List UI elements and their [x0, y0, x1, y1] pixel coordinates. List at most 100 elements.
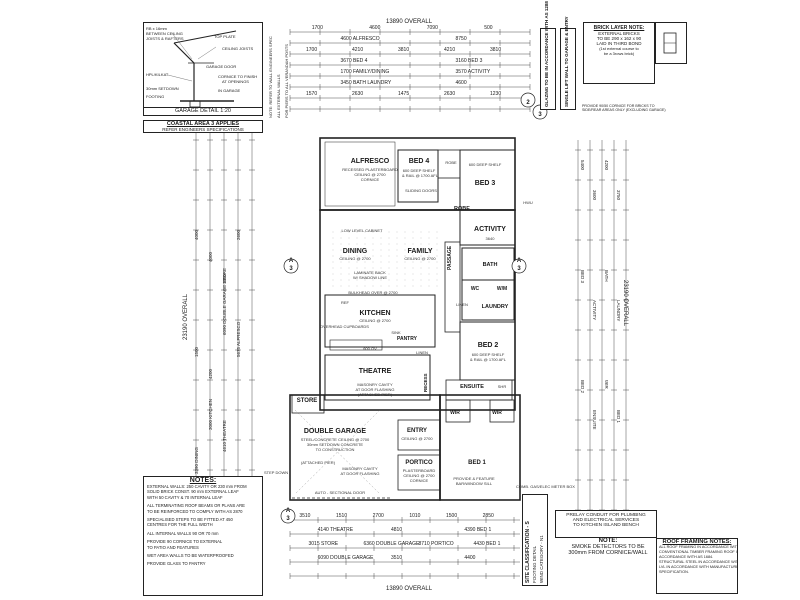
floor-dot [388, 243, 390, 245]
floor-dot [388, 285, 390, 287]
section-marker-circle [520, 92, 536, 108]
gd-label-8: AT OPENINGS [222, 79, 249, 84]
bottom-dim-label: 4400 [464, 555, 476, 561]
glazing-note-box: GLAZING TO BE IN ACCORDANCE WITH AS 1288 [540, 1, 556, 110]
left-dim-label: 2600 [236, 229, 241, 240]
alfresco-sub-1: CEILING @ 2700 [354, 172, 386, 177]
floor-dot [412, 249, 414, 251]
floor-dot [340, 231, 342, 233]
roof-notes-line: SPECIFICATION. [659, 570, 689, 574]
section-marker-circle [511, 258, 527, 274]
garage-sub-3: (ATTACHED PIER) [300, 460, 336, 465]
kitchen-item-ref: REF [341, 300, 349, 305]
room-passage: PASSAGE [447, 245, 453, 270]
floor-dot [388, 273, 390, 275]
room-linen: LINEN [456, 302, 468, 307]
floor-dot [372, 267, 374, 269]
overall-bottom: 13890 OVERALL [386, 586, 433, 592]
glazing-note-text: GLAZING TO BE IN ACCORDANCE WITH AS 1288 [544, 1, 549, 107]
floor-dot [380, 243, 382, 245]
room-family: FAMILY [407, 248, 433, 255]
overall-top: 13890 OVERALL [386, 19, 433, 25]
top-dim-label: 4600 [455, 80, 467, 86]
gd-label-10: IN GARAGE [218, 88, 241, 93]
bottom-dim-label: 3510 [299, 513, 311, 519]
section-marker: A [285, 508, 291, 514]
notes-left-lines: EXTERNAL WALLS: 250 CAVITY OR 230 mm FRO… [144, 484, 262, 567]
floor-dot [348, 255, 350, 257]
floor-dot [380, 267, 382, 269]
section-marker: 3 [286, 516, 290, 522]
kitchen-item-linen: LINEN [416, 350, 428, 355]
activity-sub-0: 3640 [485, 236, 495, 241]
floor-dot [380, 255, 382, 257]
floor-dot [364, 255, 366, 257]
gd-label-6: HPL/KILKAT [146, 72, 169, 77]
floor-dot [404, 237, 406, 239]
floor-dot [412, 285, 414, 287]
floor-dot [420, 273, 422, 275]
floor-dot [436, 243, 438, 245]
bed2-sub-1: & RAIL @ 1700 AFL [470, 357, 506, 362]
prelay-line0: PRELAY CONDUIT FOR PLUMBING [566, 513, 646, 518]
notes-left-line: ALL INTERNAL WALLS 90 OR 70 mm [147, 530, 219, 536]
floor-dot [348, 273, 350, 275]
bottom-dim-label: 3015 STORE [308, 541, 339, 547]
floor-dot [428, 273, 430, 275]
brick-note-line0: EXTERNAL BRICKS [598, 31, 640, 36]
top-dim-label: 8750 [455, 36, 467, 42]
floor-dot [348, 285, 350, 287]
floor-dot [348, 267, 350, 269]
floor-dot [332, 249, 334, 251]
activity-walls [459, 209, 516, 246]
notes-left-line: PROVIDE GLASS TO PANTRY [147, 561, 206, 567]
single-lift-note-text: SINGLE LIFT WALL TO GARAGE & ENTRY [564, 16, 569, 107]
floor-dot [332, 273, 334, 275]
floor-dot [436, 273, 438, 275]
floor-dot [420, 243, 422, 245]
bottom-dim-label: 4140 THEATRE [317, 527, 354, 533]
brick-note-line2: LAID IN THIRD BOND [596, 41, 642, 46]
left-dim-label: 4610 THEATRE [222, 420, 227, 452]
room-alfresco: ALFRESCO [350, 158, 390, 165]
garage-detail-title: GARAGE DETAIL 1:20 [144, 107, 262, 115]
notes-left-title: NOTES: [189, 477, 217, 484]
kitchen-walls [324, 294, 436, 348]
floor-dot [340, 279, 342, 281]
floor-dot [340, 285, 342, 287]
brick-note-line1: TO BE 290 x 162 x 90 [596, 36, 642, 41]
single-lift-note-box: SINGLE LIFT WALL TO GARAGE & ENTRY [560, 16, 576, 110]
theatre-sub-1: AT DOOR FLASHING [355, 387, 395, 392]
roof-notes-title: ROOF FRAMING NOTES: [662, 539, 732, 545]
top-dim-label: 4600 ALFRESCO [340, 36, 380, 42]
floor-dot [348, 261, 350, 263]
floor-dot [396, 249, 398, 251]
floor-dot [356, 285, 358, 287]
floor-dot [388, 237, 390, 239]
floor-dot [340, 237, 342, 239]
floor-dot [364, 249, 366, 251]
roof-notes-line: ALL ROOF FRAMING IN ACCORDANCE WITH AS 1… [659, 545, 737, 549]
top-dim-label: 3160 BED 3 [455, 58, 483, 64]
bottom-dim-label: 1010 [409, 513, 421, 519]
notes-left-line: ALL TERMINATING ROOF BEAMS OR PLANS ARE [147, 503, 245, 509]
room-kitchen: KITCHEN [359, 310, 391, 317]
entry-walls [397, 419, 441, 451]
notes-left-line: WITH 50 CAVITY & 70 INTERNAL LEAF [147, 494, 223, 500]
floor-dot [380, 285, 382, 287]
portico-walls [397, 454, 441, 491]
gd-label-7: CORNICE TO FINISH [218, 74, 258, 79]
floor-dot [428, 255, 430, 257]
left-dim-label: 4000 [194, 229, 199, 240]
floor-dot [348, 243, 350, 245]
bottom-dim-label: 6090 DOUBLE GARAGE [317, 555, 374, 561]
floor-dot [372, 261, 374, 263]
right-dim-label: ENSUITE [592, 410, 597, 430]
top-dim-label: 1700 [311, 25, 323, 31]
floor-dot [428, 267, 430, 269]
kitchen-bench [329, 339, 383, 351]
floor-dot [396, 255, 398, 257]
floor-dot [372, 285, 374, 287]
floor-dot [388, 249, 390, 251]
top-dim-label: 1230 [490, 91, 502, 97]
